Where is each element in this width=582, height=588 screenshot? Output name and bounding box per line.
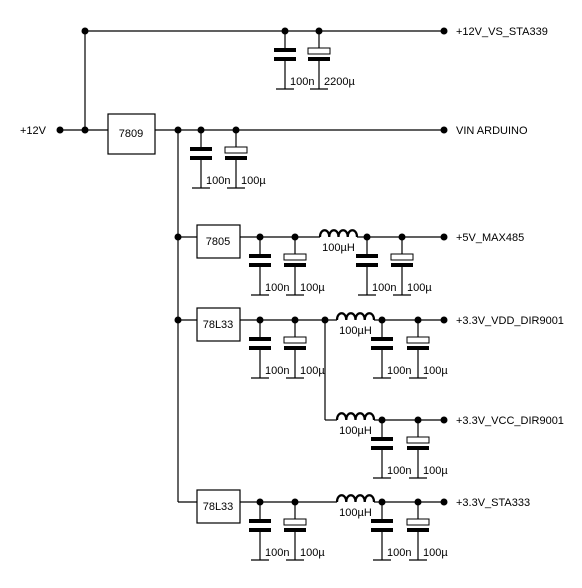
cap-78l33a-ceramic-label: 100n (265, 365, 289, 377)
junction-dot (315, 27, 323, 35)
junction-dot (440, 316, 448, 324)
output-label-vdd-dir9001: +3.3V_VDD_DIR9001 (456, 315, 564, 327)
cap-78l33b-ceramic (249, 502, 271, 561)
cap-78l33a-electrolytic-label: 100µ (300, 365, 325, 377)
junction-dot (256, 233, 264, 241)
junction-dot (414, 498, 422, 506)
cap-78l33a-electrolytic (283, 320, 307, 379)
junction-dot (291, 316, 299, 324)
junction-dot (440, 27, 448, 35)
cap-top-electrolytic-label: 2200µ (324, 76, 355, 88)
regulator-78l33-a-label: 78L33 (203, 319, 234, 331)
cap-7805-in-ceramic-label: 100n (265, 282, 289, 294)
inductor-vcc-dir9001-label: 100µH (339, 425, 372, 437)
cap-vdd-ceramic (371, 320, 393, 379)
junction-dot (440, 498, 448, 506)
junction-dot (174, 316, 182, 324)
output-label-vin-arduino: VIN ARDUINO (456, 125, 528, 137)
output-label-sta333: +3.3V_STA333 (456, 497, 530, 509)
junction-dot (378, 316, 386, 324)
junction-dot (281, 27, 289, 35)
junction-dot (378, 498, 386, 506)
cap-7805-in-electrolytic (283, 237, 307, 296)
cap-sta333-electrolytic (406, 502, 430, 561)
output-label-vs-sta339: +12V_VS_STA339 (456, 26, 548, 38)
regulator-7805-label: 7805 (206, 236, 230, 248)
inductor-sta333-label: 100µH (339, 507, 372, 519)
cap-vdd-electrolytic (406, 320, 430, 379)
components: 100n 2200µ 100n 100µ 100n 100µ 100µH 100n 100µ 10… (56, 27, 448, 561)
inductor-vdd-dir9001-label: 100µH (339, 325, 372, 337)
cap-max485-ceramic (356, 237, 378, 296)
cap-vdd-ceramic-label: 100n (387, 365, 411, 377)
junction-dot (363, 233, 371, 241)
regulator-78l33-a: 78L33 (196, 307, 241, 342)
junction-dot (174, 233, 182, 241)
cap-vcc-ceramic-label: 100n (387, 465, 411, 477)
junction-dot (256, 498, 264, 506)
output-label-max485: +5V_MAX485 (456, 232, 524, 244)
junction-dot (291, 498, 299, 506)
cap-vcc-electrolytic-label: 100µ (423, 465, 448, 477)
junction-dot (440, 416, 448, 424)
regulator-78l33-b-label: 78L33 (203, 501, 234, 513)
regulator-7805: 7805 (196, 224, 241, 259)
cap-max485-electrolytic-label: 100µ (407, 282, 432, 294)
junction-dot (398, 233, 406, 241)
junction-dot (378, 416, 386, 424)
cap-7805-in-ceramic (249, 237, 271, 296)
cap-vcc-electrolytic (406, 420, 430, 479)
cap-78l33b-electrolytic (283, 502, 307, 561)
cap-78l33b-ceramic-label: 100n (265, 547, 289, 559)
cap-7809-electrolytic (224, 130, 248, 189)
junction-dot (232, 126, 240, 134)
cap-max485-ceramic-label: 100n (372, 282, 396, 294)
cap-7809-electrolytic-label: 100µ (241, 175, 266, 187)
cap-7809-ceramic-label: 100n (206, 175, 230, 187)
junction-dot (291, 233, 299, 241)
inductor-sta333 (335, 494, 376, 503)
regulator-78l33-b: 78L33 (196, 489, 241, 524)
cap-top-ceramic-label: 100n (290, 76, 314, 88)
inductor-vcc-dir9001 (335, 412, 376, 421)
output-label-vcc-dir9001: +3.3V_VCC_DIR9001 (456, 415, 564, 427)
inductor-max485 (318, 229, 359, 238)
junction-dot (174, 126, 182, 134)
cap-vcc-ceramic (371, 420, 393, 479)
input-label: +12V (20, 125, 47, 137)
junction-dot (197, 126, 205, 134)
junction-dot (256, 316, 264, 324)
cap-top-ceramic (274, 31, 296, 90)
cap-7805-in-electrolytic-label: 100µ (300, 282, 325, 294)
cap-sta333-electrolytic-label: 100µ (423, 547, 448, 559)
junction-dot (440, 126, 448, 134)
inductor-vdd-dir9001 (335, 312, 376, 321)
junction-dot (81, 126, 89, 134)
regulator-7809: 7809 (107, 113, 156, 155)
junction-dot (321, 316, 329, 324)
inductor-max485-label: 100µH (322, 242, 355, 254)
cap-78l33b-electrolytic-label: 100µ (300, 547, 325, 559)
cap-vdd-electrolytic-label: 100µ (423, 365, 448, 377)
junction-dot (414, 416, 422, 424)
junction-dot (81, 27, 89, 35)
junction-dot (56, 126, 64, 134)
junction-dot (440, 233, 448, 241)
junction-dot (414, 316, 422, 324)
cap-sta333-ceramic-label: 100n (387, 547, 411, 559)
regulator-7809-label: 7809 (119, 128, 143, 140)
